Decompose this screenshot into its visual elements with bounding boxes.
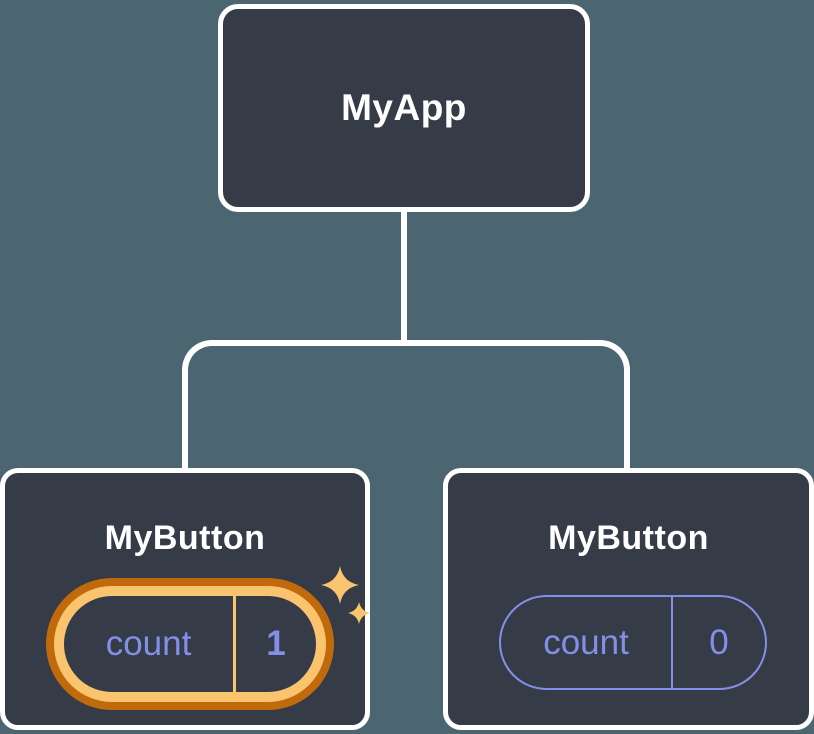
state-pill-highlighted: count 1	[54, 586, 326, 702]
component-node-myapp: MyApp	[218, 4, 590, 212]
state-value: 1	[233, 596, 316, 692]
state-value: 0	[671, 597, 765, 688]
sparkle-icon	[321, 566, 370, 624]
component-node-mybutton-right: MyButton count 0	[443, 468, 814, 730]
state-key-label: count	[543, 622, 629, 662]
node-label: MyButton	[548, 519, 709, 557]
connector-branch	[182, 340, 630, 478]
state-pill: count 0	[499, 595, 767, 690]
state-key-label: count	[105, 624, 192, 663]
component-node-mybutton-left: MyButton count 1	[0, 468, 370, 730]
connector-stem	[401, 208, 407, 344]
node-label: MyButton	[104, 519, 266, 557]
node-label: MyApp	[341, 87, 467, 128]
